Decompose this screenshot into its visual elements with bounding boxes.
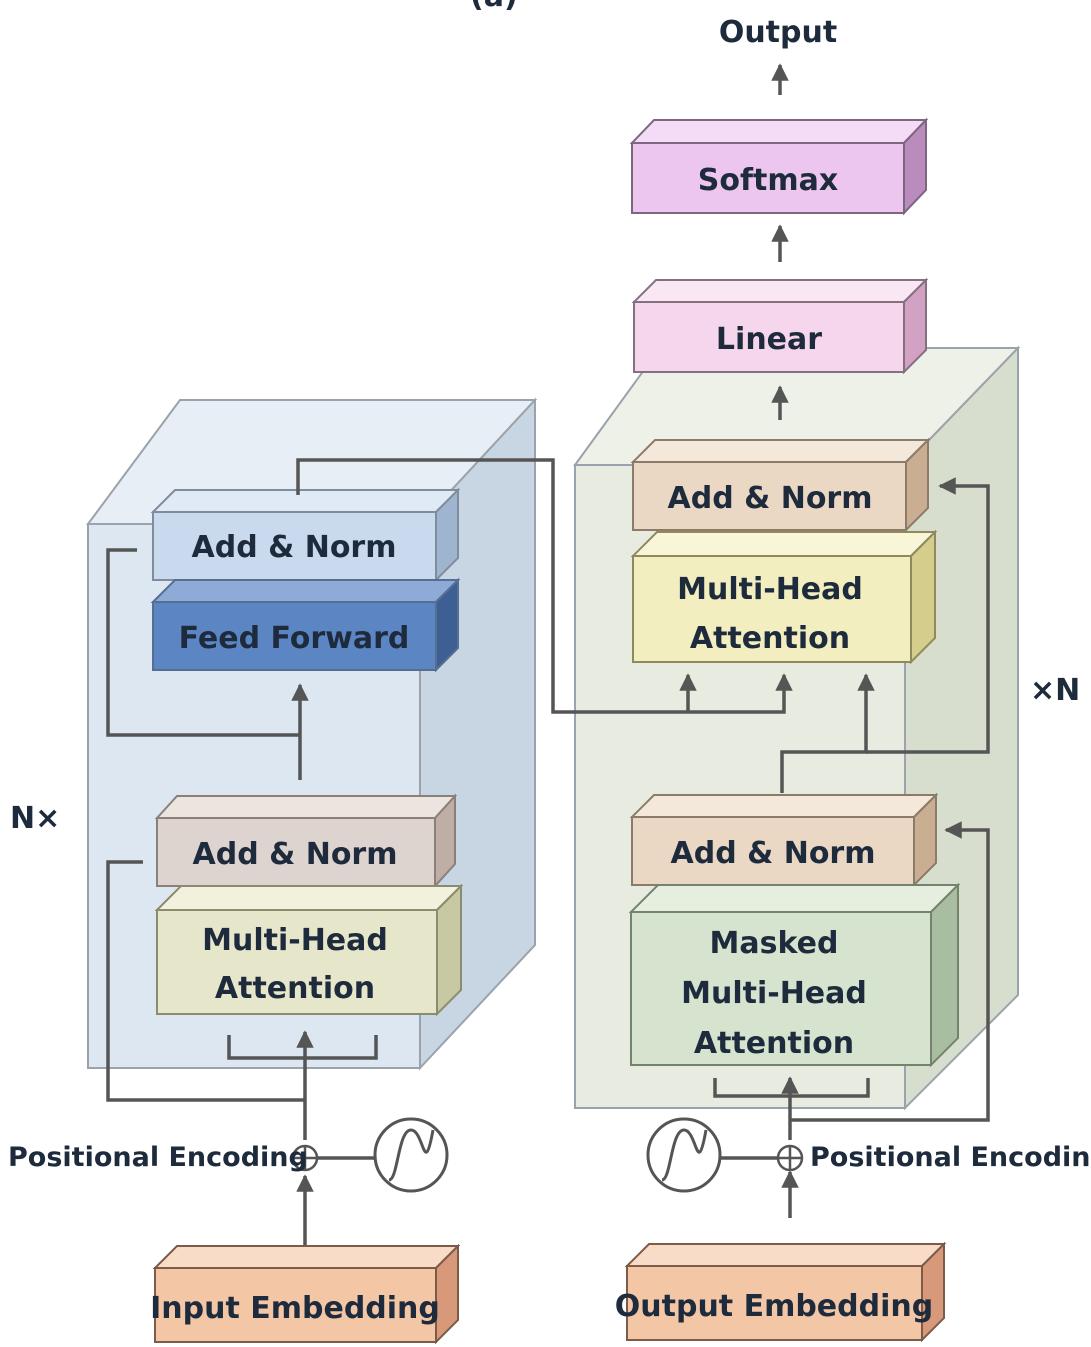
encoder-add-norm-top-block: Add & Norm: [150, 487, 461, 583]
linear-label: Linear: [716, 322, 822, 357]
add-circle-icon: [776, 1144, 804, 1172]
encoder-feed-forward-label: Feed Forward: [179, 621, 410, 656]
decoder-add-norm-top-block: Add & Norm: [630, 437, 931, 533]
decoder-cross-attention-label-line1: Multi-Head: [677, 572, 863, 607]
output-embedding-label: Output Embedding: [615, 1289, 933, 1324]
decoder-cross-attention-block: Multi-Head Attention: [630, 529, 938, 665]
encoder-positional-encoding-label: Positional Encoding: [8, 1142, 308, 1173]
decoder-positional-encoding: Positional Encoding: [646, 1117, 1091, 1193]
softmax-block: Softmax: [629, 117, 929, 216]
masked-attention-label-line3: Attention: [694, 1026, 854, 1061]
decoder-add-norm-bottom-label: Add & Norm: [671, 836, 876, 871]
output-label: Output: [719, 15, 837, 50]
add-circle-icon: [291, 1144, 319, 1172]
sinusoid-icon: [646, 1117, 722, 1193]
title-partial: (a): [470, 0, 518, 14]
encoder-attention-label-line2: Attention: [215, 971, 375, 1006]
output-embedding-block: Output Embedding: [615, 1241, 947, 1343]
input-embedding-label: Input Embedding: [150, 1291, 440, 1326]
masked-attention-label-line1: Masked: [710, 926, 839, 961]
input-embedding-block: Input Embedding: [150, 1243, 461, 1345]
decoder-connections: [679, 63, 990, 1218]
encoder-feed-forward-block: Feed Forward: [150, 577, 461, 673]
softmax-label: Softmax: [698, 163, 838, 198]
encoder-connections: [106, 458, 688, 1245]
masked-attention-label-line2: Multi-Head: [681, 976, 867, 1011]
encoder-attention-label-line1: Multi-Head: [202, 923, 388, 958]
encoder-add-norm-top-label: Add & Norm: [192, 530, 397, 565]
decoder-add-norm-bottom-block: Add & Norm: [629, 792, 939, 888]
encoder-attention-block: Multi-Head Attention: [154, 883, 464, 1017]
encoder-repeat-label: N×: [10, 801, 60, 836]
decoder-repeat-label: ×N: [1030, 673, 1080, 708]
sinusoid-icon: [373, 1117, 449, 1193]
linear-block: Linear: [631, 277, 929, 375]
masked-attention-block: Masked Multi-Head Attention: [628, 882, 961, 1068]
encoder-add-norm-bottom-label: Add & Norm: [193, 837, 398, 872]
encoder-positional-encoding: Positional Encoding: [8, 1117, 449, 1193]
decoder-add-norm-top-label: Add & Norm: [668, 481, 873, 516]
decoder-cross-attention-label-line2: Attention: [690, 621, 850, 656]
encoder-add-norm-bottom-block: Add & Norm: [154, 793, 458, 889]
decoder-positional-encoding-label: Positional Encoding: [810, 1142, 1091, 1173]
